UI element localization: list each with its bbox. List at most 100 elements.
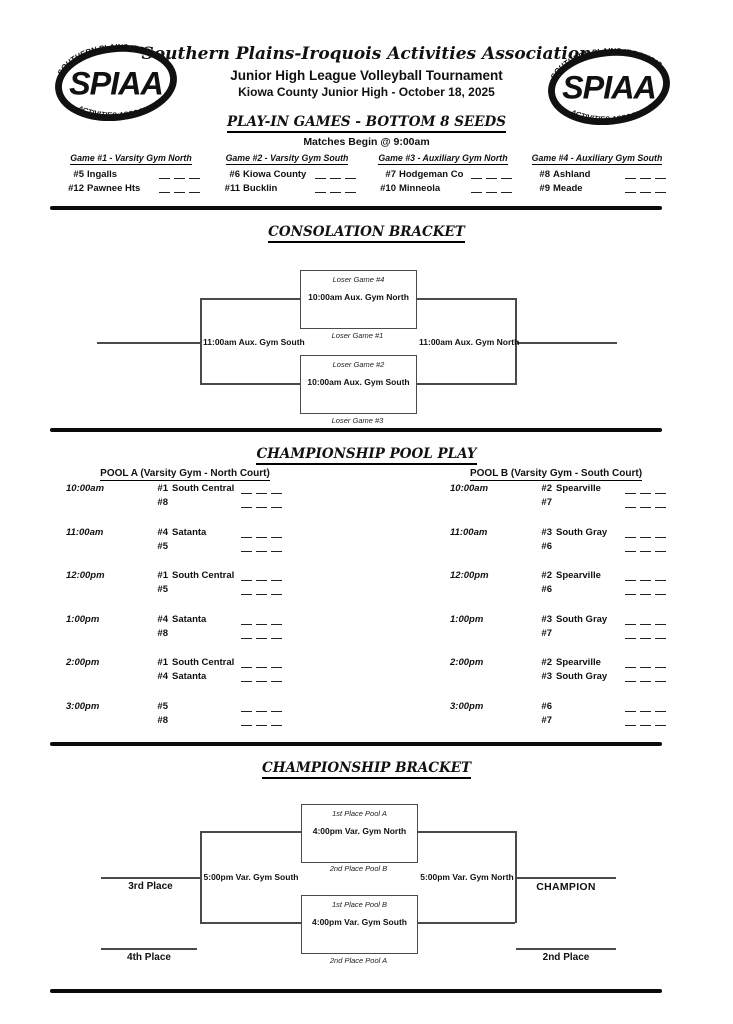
team-seed: #6 <box>541 584 552 595</box>
bracket-line <box>417 298 515 300</box>
matchup-source-label: Loser Game #4 <box>332 275 385 284</box>
score-blanks <box>241 632 282 640</box>
game-header: Game #2 - Varsity Gym South <box>218 153 356 166</box>
tournament-title: Junior High League Volleyball Tournament <box>230 68 503 83</box>
slot-time: 10:00am <box>66 483 105 494</box>
spiaa-logo-left: SOUTHERN PLAINS IROQUOIS ACTIVITIES ASSO… <box>55 42 177 122</box>
team-name: South Gray <box>556 671 608 682</box>
section-divider <box>50 989 662 993</box>
playin-game-4: Game #4 - Auxiliary Gym South #8 Ashland… <box>528 153 666 194</box>
team-name: Ingalls <box>87 169 118 180</box>
matchup-source-label: 1st Place Pool B <box>331 900 388 909</box>
score-blanks <box>625 531 666 539</box>
team-seed: #2 <box>541 657 552 668</box>
pool-b-header-text: POOL B (Varsity Gym - South Court) <box>469 468 643 481</box>
score-blanks <box>241 675 282 683</box>
score-blanks <box>625 632 666 640</box>
score-blanks <box>315 186 356 194</box>
pool-a-header: POOL A (Varsity Gym - North Court) <box>75 468 295 481</box>
score-blanks <box>625 618 666 626</box>
bracket-line <box>515 831 517 923</box>
slot-time: 12:00pm <box>450 570 489 581</box>
team-seed: #7 <box>541 627 552 639</box>
slot-time: 1:00pm <box>450 613 484 625</box>
team-row: #6 <box>534 584 666 598</box>
team-row: #5 <box>150 701 282 715</box>
team-row: #7 <box>534 715 666 729</box>
team-seed: #2 <box>541 483 552 494</box>
score-blanks <box>625 501 666 509</box>
section-divider <box>50 206 662 210</box>
bracket-line <box>200 383 300 385</box>
score-blanks <box>241 705 282 713</box>
team-name: Spearville <box>556 657 601 668</box>
team-seed: #11 <box>224 183 240 194</box>
team-name: Pawnee Hts <box>87 183 141 194</box>
score-blanks <box>241 719 282 727</box>
score-blanks <box>315 172 356 180</box>
matchup-source-label: 2nd Place Pool B <box>329 864 388 873</box>
game-header: Game #3 - Auxiliary Gym North <box>374 153 512 166</box>
team-name: Hodgeman Co <box>399 169 464 180</box>
team-row: #10 Minneola <box>374 182 512 194</box>
team-row: #7 <box>534 497 666 511</box>
team-name: Satanta <box>172 526 207 538</box>
team-seed: #5 <box>157 540 168 552</box>
team-seed: #1 <box>157 657 168 668</box>
consolation-title: CONSOLATION BRACKET <box>0 224 733 243</box>
team-row: #7 <box>534 628 666 642</box>
slot-time: 2:00pm <box>66 657 100 668</box>
logo-acronym: SPIAA <box>69 66 163 102</box>
team-name: Bucklin <box>243 183 278 194</box>
consolation-final-left-time: 11:00am Aux. Gym South <box>203 337 305 347</box>
team-row: #6 <box>534 701 666 715</box>
fourth-place-label: 4th Place <box>127 952 171 963</box>
slot-time: 2:00pm <box>450 657 484 668</box>
team-name: Kiowa County <box>243 169 307 180</box>
spiaa-logo-right: SOUTHERN PLAINS IROQUOIS ACTIVITIES ASSO… <box>548 46 670 126</box>
team-name: Minneola <box>399 183 441 194</box>
championship-semifinal-top-box: 1st Place Pool A 4:00pm Var. Gym North <box>301 804 418 863</box>
team-seed: #2 <box>541 570 552 581</box>
team-row: #5 Ingalls <box>62 168 200 180</box>
team-seed: #7 <box>385 169 396 180</box>
team-row: #2 Spearville <box>534 657 666 671</box>
game-header-text: Game #1 - Varsity Gym North <box>70 153 192 165</box>
team-seed: #8 <box>539 169 550 180</box>
team-seed: #3 <box>541 526 552 538</box>
matchup-source-label: Loser Game #3 <box>331 416 384 425</box>
score-blanks <box>625 545 666 553</box>
score-blanks <box>625 705 666 713</box>
game-header-text: Game #2 - Varsity Gym South <box>225 153 349 165</box>
team-row: #6 Kiowa County <box>218 168 356 180</box>
game-time: 4:00pm Var. Gym North <box>312 826 407 836</box>
score-blanks <box>625 675 666 683</box>
team-name: South Central <box>172 570 235 581</box>
team-name: Satanta <box>172 671 207 682</box>
team-row: #6 <box>534 541 666 555</box>
team-seed: #5 <box>157 700 168 712</box>
team-seed: #5 <box>73 169 84 180</box>
score-blanks <box>625 172 666 180</box>
team-seed: #7 <box>541 714 552 726</box>
championship-title: CHAMPIONSHIP BRACKET <box>0 760 733 779</box>
team-name: South Gray <box>556 613 608 625</box>
team-name: South Central <box>172 483 235 494</box>
team-seed: #12 <box>68 183 84 194</box>
score-blanks <box>625 186 666 194</box>
score-blanks <box>241 545 282 553</box>
score-blanks <box>241 574 282 582</box>
